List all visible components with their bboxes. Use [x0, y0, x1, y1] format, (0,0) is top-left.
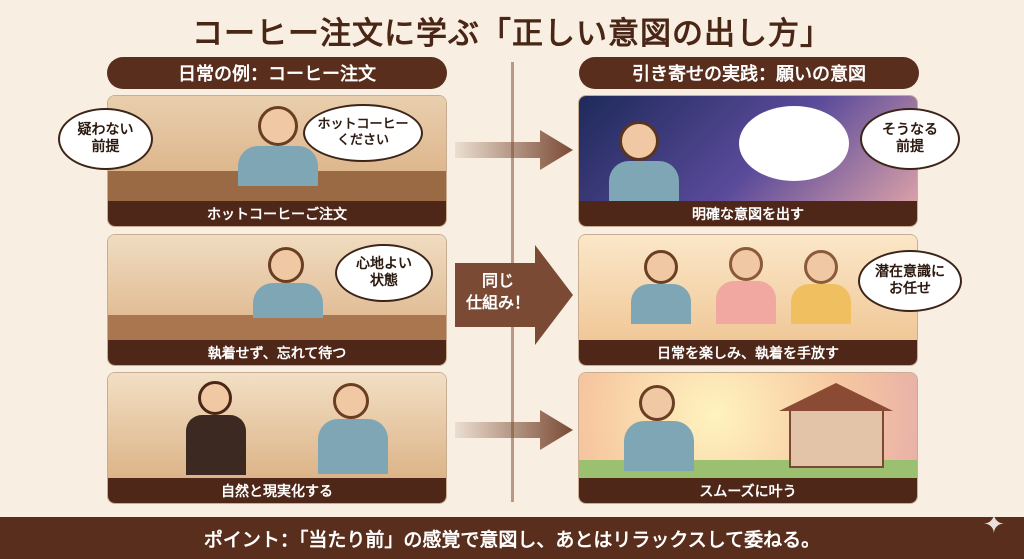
panel-manifest: 自然と現実化する: [107, 372, 447, 504]
coffee-served-illustration: [108, 373, 446, 478]
arrow-right-icon: [455, 410, 573, 450]
page-title: コーヒー注文に学ぶ「正しい意図の出し方」: [192, 16, 832, 52]
key-point-banner: ポイント：「当たり前」の感覚で意図し、あとはリラックスして委ねる。: [0, 517, 1024, 559]
panel-coffee-order: ホットコーヒーご注文: [107, 95, 447, 227]
left-header: 日常の例：コーヒー注文: [107, 57, 447, 89]
caption: 明確な意図を出す: [579, 201, 917, 226]
new-house-keys-illustration: [579, 373, 917, 478]
panel-clear-intent: 明確な意図を出す: [578, 95, 918, 227]
panel-enjoy-life: 日常を楽しみ、執着を手放す: [578, 234, 918, 366]
thought-bubble: そうなる 前提: [860, 108, 960, 170]
speech-bubble: ホットコーヒー ください: [303, 104, 423, 162]
thought-bubble: 疑わない 前提: [58, 108, 153, 170]
thought-bubble: 潜在意識に お任せ: [858, 250, 962, 312]
right-header: 引き寄せの実践：願いの意図: [579, 57, 919, 89]
same-mechanism-label: 同じ 仕組み！: [465, 271, 530, 313]
caption: 執着せず、忘れて待つ: [108, 340, 446, 365]
dream-house-illustration: [579, 96, 917, 201]
caption: 自然と現実化する: [108, 478, 446, 503]
caption: ホットコーヒーご注文: [108, 201, 446, 226]
sparkle-icon: ✦: [983, 510, 1005, 540]
caption: 日常を楽しみ、執着を手放す: [579, 340, 917, 365]
caption: スムーズに叶う: [579, 478, 917, 503]
thought-bubble: 心地よい 状態: [335, 244, 433, 302]
panel-smooth-realization: スムーズに叶う: [578, 372, 918, 504]
arrow-right-icon: [455, 245, 573, 345]
arrow-right-icon: [455, 130, 573, 170]
